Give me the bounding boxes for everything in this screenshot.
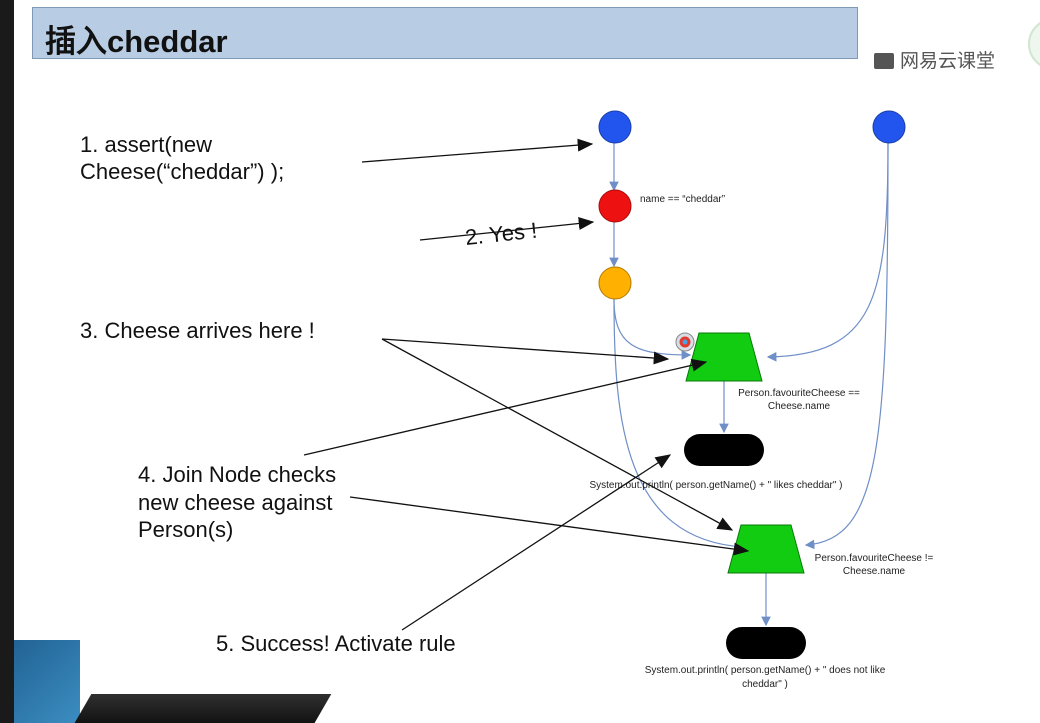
edge-person-join2 [804,142,889,550]
join2-label-line1: Person.favouriteCheese != [815,553,934,564]
brand-logo-icon [874,53,894,69]
terminal-node-2 [726,627,806,659]
edge-memory-join2 [613,298,746,552]
arrow-yes [419,217,595,241]
join-node-1 [685,332,763,382]
callout-5: 5. Success! Activate rule [216,631,456,656]
terminal2-label-line1: System.out.println( person.getName() + "… [645,665,886,676]
arrow-assert [361,138,594,163]
edge-person-join1 [766,142,889,362]
join2-label-line2: Cheese.name [843,566,906,577]
slide: 插入cheddar 网易云课堂 [14,0,1040,723]
alpha-memory-node [598,266,632,300]
callout-arrows [303,138,750,631]
callout-2: 2. Yes ! [464,218,538,250]
person-object-type-node [872,110,906,144]
cheese-object-type-node [598,110,632,144]
callout-4-line2: new cheese against [138,490,332,515]
page-title: 插入cheddar [45,24,228,59]
terminal-node-1 [684,434,764,466]
callout-1-line1: 1. assert(new [80,132,212,157]
network-edges [609,142,889,627]
terminal1-label: System.out.println( person.getName() + "… [589,480,842,491]
brand-watermark: 网易云课堂 [874,46,995,73]
callout-4-line1: 4. Join Node checks [138,462,336,487]
arrow-join-check2 [349,496,750,556]
arrow-arrives-join1 [381,338,670,365]
join1-label-line1: Person.favouriteCheese == [738,388,860,399]
arrow-activate [401,454,672,631]
callout-3: 3. Cheese arrives here ! [80,318,315,343]
terminal2-label-line2: cheddar" ) [742,679,788,690]
callout-4-line3: Person(s) [138,517,233,542]
target-badge-icon [675,332,695,352]
rete-diagram: name == “cheddar” Person.favouriteCheese… [80,110,934,690]
alpha-node-label: name == “cheddar” [640,194,725,205]
join1-label-line2: Cheese.name [768,401,831,412]
arrow-arrives-join2 [381,338,734,531]
arrow-join-check1 [303,358,708,456]
decorative-bottom-bar [74,694,332,723]
title-bar: 插入cheddar [32,7,858,59]
callout-1-line2: Cheese(“cheddar”) ); [80,159,284,184]
alpha-node [598,189,632,223]
brand-text: 网易云课堂 [900,50,996,72]
join-node-2 [727,524,805,574]
edge-memory-join1 [613,298,692,360]
decorative-corner-bar [14,640,80,723]
